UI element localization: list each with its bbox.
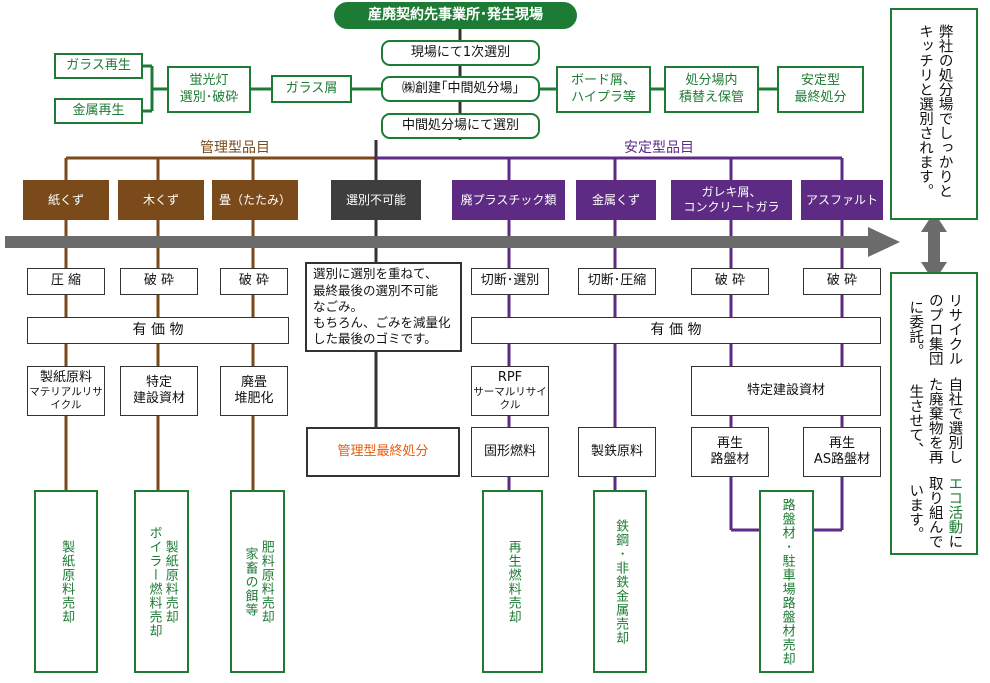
product-solid-fuel: 固形燃料 <box>471 427 549 477</box>
valuables-bar-left: 有 価 物 <box>27 317 289 344</box>
eco-activity-highlight: エコ活動 <box>946 475 963 534</box>
product-rpf-main: RPF <box>497 369 523 385</box>
sale-paper: 製紙原料売却 <box>34 490 98 673</box>
note-recycling-line3-rest: に取り組んでいます。 <box>907 475 963 549</box>
sale-roadbed: 路盤材･駐車場路盤材売却 <box>759 490 814 673</box>
category-asphalt: アスファルト <box>801 180 883 220</box>
sale-tatami: 肥料原料売却 家畜の餌等 <box>230 490 285 673</box>
category-unsortable: 選別不可能 <box>331 180 421 220</box>
sale-wood: 製紙原料売却 ボイラー燃料売却 <box>134 490 189 673</box>
valuables-bar-right: 有 価 物 <box>471 317 881 344</box>
managed-items-label: 管理型品目 <box>200 140 270 156</box>
note-recycling-line2: 自社で選別した廃棄物を再生させて、 <box>907 376 963 464</box>
glass-waste-box: ガラス屑 <box>271 75 352 103</box>
step-intermediate-facility: ㈱創建｢中間処分場｣ <box>381 76 540 102</box>
product-recycled-roadbed: 再生 路盤材 <box>691 427 769 477</box>
note-recycling-line1: リサイクルのプロ集団に委託。 <box>907 292 963 366</box>
product-paper-material: 製紙原料 マテリアルリサイクル <box>27 366 105 416</box>
product-wood: 特定 建設資材 <box>120 366 198 416</box>
process-wood: 破 砕 <box>120 268 198 295</box>
category-paper: 紙くず <box>23 180 109 220</box>
category-wood: 木くず <box>118 180 204 220</box>
glass-recycle-box: ガラス再生 <box>54 53 143 79</box>
sale-fuel: 再生燃料売却 <box>482 490 543 673</box>
onsite-storage-box: 処分場内 積替え保管 <box>664 66 759 113</box>
category-metal: 金属くず <box>576 180 656 220</box>
process-metal: 切断･圧縮 <box>578 268 656 295</box>
category-plastic: 廃プラスチック類 <box>452 180 565 220</box>
sale-metal: 鉄鋼･非鉄金属売却 <box>593 490 647 673</box>
stable-final-disposal-box: 安定型 最終処分 <box>777 66 864 113</box>
product-paper-sub: マテリアルリサイクル <box>29 386 103 412</box>
product-steel-material: 製鉄原料 <box>578 427 656 477</box>
process-plastic: 切断･選別 <box>471 268 549 295</box>
note-recycling: リサイクルのプロ集団に委託。 自社で選別した廃棄物を再生させて、 エコ活動に取り… <box>890 272 978 555</box>
category-tatami: 畳（たたみ） <box>212 180 298 220</box>
process-tatami: 破 砕 <box>220 268 288 295</box>
product-paper-main: 製紙原料 <box>39 369 92 385</box>
fluorescent-box: 蛍光灯 選別･破砕 <box>167 66 251 113</box>
product-rpf-sub: サーマルリサイクル <box>473 386 547 412</box>
product-tatami: 廃畳 堆肥化 <box>220 366 288 416</box>
process-rubble: 破 砕 <box>691 268 769 295</box>
product-recycled-as-roadbed: 再生 AS路盤材 <box>803 427 881 477</box>
stable-items-label: 安定型品目 <box>624 140 694 156</box>
note-recycling-line3: エコ活動に取り組んでいます。 <box>905 471 964 553</box>
note-sorting: 弊社の処分場でしっかりと キッチリと選別されます。 <box>890 8 978 220</box>
source-site-banner: 産廃契約先事業所･発生現場 <box>334 2 577 29</box>
step-intermediate-sorting: 中間処分場にて選別 <box>381 113 540 139</box>
board-waste-box: ボード屑、 ハイプラ等 <box>556 66 651 113</box>
product-rpf: RPF サーマルリサイクル <box>471 366 549 416</box>
category-rubble: ガレキ屑、 コンクリートガラ <box>671 180 792 220</box>
unsortable-note: 選別に選別を重ねて、 最終最後の選別不可能 なごみ。 もちろん、ごみを減量化 し… <box>305 262 462 352</box>
process-asphalt: 破 砕 <box>803 268 881 295</box>
managed-final-disposal: 管理型最終処分 <box>306 427 460 477</box>
metal-recycle-box: 金属再生 <box>54 98 143 124</box>
product-specific-construction: 特定建設資材 <box>691 366 881 416</box>
step-primary-sorting: 現場にて1次選別 <box>381 40 540 66</box>
process-paper: 圧 縮 <box>27 268 105 295</box>
